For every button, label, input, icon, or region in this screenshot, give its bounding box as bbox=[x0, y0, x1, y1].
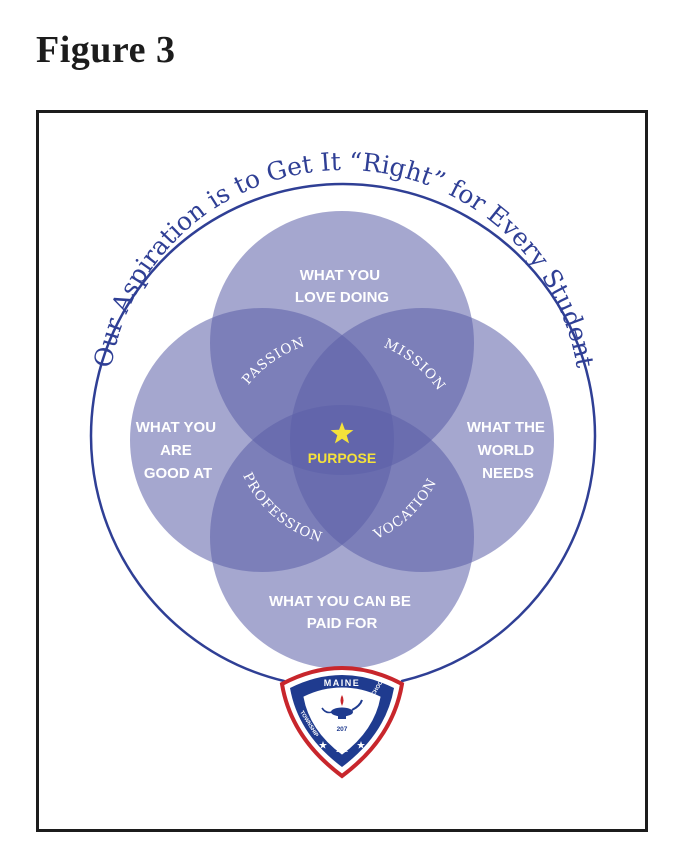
seal-star-right-icon bbox=[357, 741, 365, 749]
lamp-of-learning-icon bbox=[321, 695, 363, 719]
label-good-at: WHAT YOU ARE GOOD AT bbox=[136, 419, 220, 482]
figure-label: Figure 3 bbox=[36, 29, 176, 71]
label-purpose: PURPOSE bbox=[308, 450, 376, 466]
label-love-doing: WHAT YOU LOVE DOING bbox=[295, 267, 389, 306]
label-world-needs: WHAT THE WORLD NEEDS bbox=[467, 419, 549, 482]
seal-star-left-icon bbox=[319, 741, 327, 749]
aspiration-ring bbox=[89, 182, 597, 683]
circle-paid-for bbox=[210, 405, 474, 669]
seal-year: 1902 bbox=[336, 748, 348, 754]
seal-district: 207 bbox=[337, 726, 348, 733]
seal-top-text: MAINE bbox=[324, 678, 361, 688]
school-seal: MAINE TOWNSHIP HIGH SCHOOL 207 1902 bbox=[279, 665, 405, 779]
star-icon bbox=[330, 422, 354, 444]
label-paid-for: WHAT YOU CAN BE PAID FOR bbox=[269, 593, 415, 632]
